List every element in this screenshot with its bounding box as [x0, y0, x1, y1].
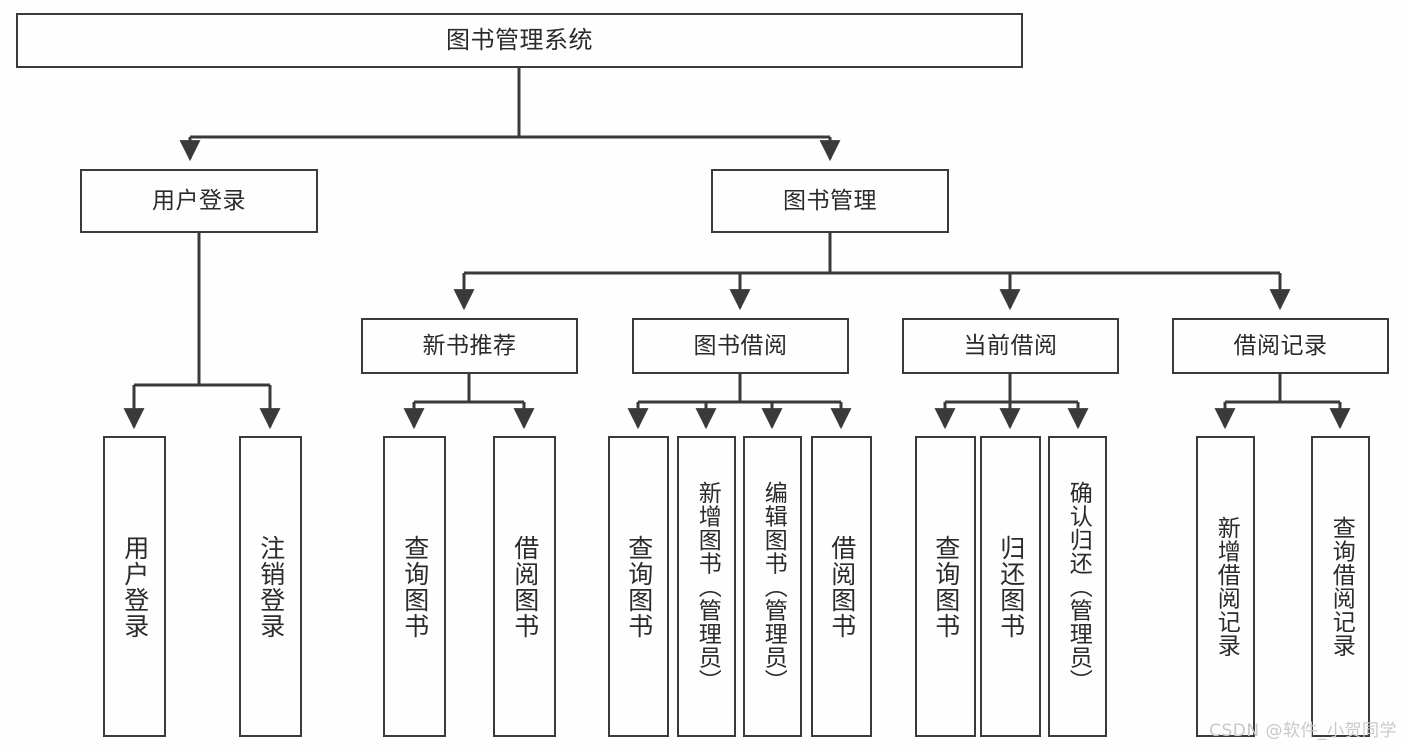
node-leaf-borrow-book-1[interactable]: 借阅图书	[493, 436, 556, 737]
node-leaf-edit-book-label: 编辑图书（管理员）	[760, 480, 787, 693]
node-leaf-return-book[interactable]: 归还图书	[980, 436, 1041, 737]
node-book-borrow-label: 图书借阅	[693, 332, 788, 359]
node-leaf-edit-book[interactable]: 编辑图书（管理员）	[743, 436, 802, 737]
node-leaf-query-book-2-label: 查询图书	[624, 534, 654, 639]
node-leaf-borrow-book-1-label: 借阅图书	[510, 534, 540, 639]
node-leaf-confirm-return[interactable]: 确认归还（管理员）	[1048, 436, 1107, 737]
node-leaf-logout-label: 注销登录	[256, 534, 286, 639]
node-leaf-logout[interactable]: 注销登录	[239, 436, 302, 737]
node-leaf-query-book-1-label: 查询图书	[400, 534, 430, 639]
node-new-book-recommend-label: 新书推荐	[422, 332, 517, 359]
node-leaf-add-record-label: 新增借阅记录	[1213, 516, 1240, 657]
node-root[interactable]: 图书管理系统	[16, 13, 1023, 68]
node-leaf-query-book-2[interactable]: 查询图书	[608, 436, 669, 737]
node-user-login[interactable]: 用户登录	[80, 169, 318, 233]
node-leaf-query-record-label: 查询借阅记录	[1328, 516, 1355, 657]
node-current-borrow-label: 当前借阅	[963, 332, 1058, 359]
node-leaf-add-record[interactable]: 新增借阅记录	[1196, 436, 1255, 737]
node-leaf-query-book-3-label: 查询图书	[931, 534, 961, 639]
node-leaf-return-book-label: 归还图书	[996, 534, 1026, 639]
node-leaf-query-book-1[interactable]: 查询图书	[383, 436, 446, 737]
node-leaf-query-book-3[interactable]: 查询图书	[915, 436, 976, 737]
node-new-book-recommend[interactable]: 新书推荐	[361, 318, 578, 374]
node-book-manage-label: 图书管理	[783, 187, 877, 214]
node-current-borrow[interactable]: 当前借阅	[902, 318, 1119, 374]
node-leaf-borrow-book-2-label: 借阅图书	[827, 534, 857, 639]
node-borrow-record[interactable]: 借阅记录	[1172, 318, 1389, 374]
node-leaf-confirm-return-label: 确认归还（管理员）	[1065, 480, 1092, 693]
node-leaf-add-book-label: 新增图书（管理员）	[694, 480, 721, 693]
node-leaf-user-login-label: 用户登录	[120, 534, 150, 639]
node-leaf-add-book[interactable]: 新增图书（管理员）	[677, 436, 736, 737]
node-borrow-record-label: 借阅记录	[1233, 332, 1328, 359]
node-leaf-user-login[interactable]: 用户登录	[103, 436, 166, 737]
node-leaf-query-record[interactable]: 查询借阅记录	[1311, 436, 1370, 737]
node-book-manage[interactable]: 图书管理	[711, 169, 949, 233]
node-book-borrow[interactable]: 图书借阅	[632, 318, 849, 374]
csdn-watermark: CSDN @软件_小贺同学	[1209, 721, 1397, 741]
node-leaf-borrow-book-2[interactable]: 借阅图书	[811, 436, 872, 737]
node-user-login-label: 用户登录	[152, 187, 246, 214]
node-root-label: 图书管理系统	[446, 25, 593, 54]
